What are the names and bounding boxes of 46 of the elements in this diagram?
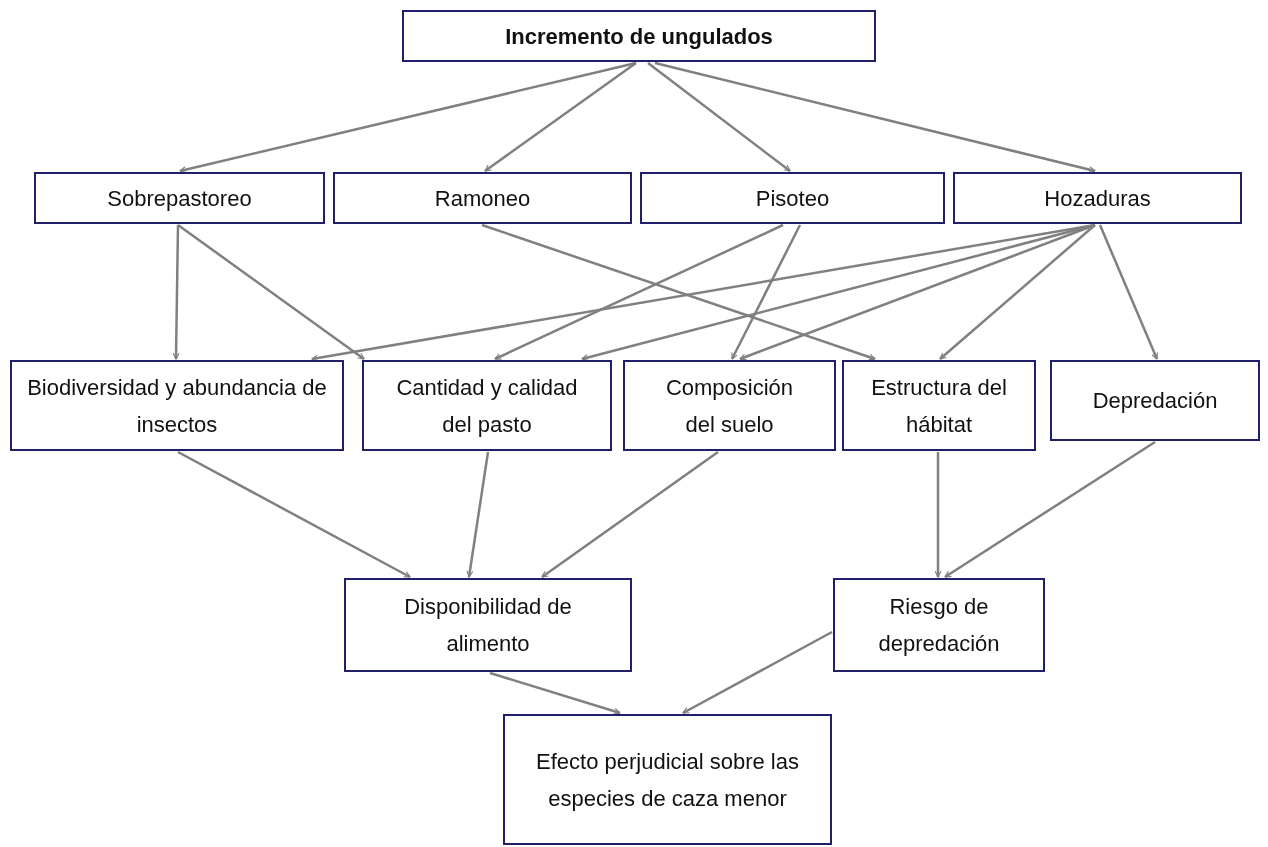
process-box [344, 578, 632, 672]
process-box [1050, 360, 1260, 441]
arrow [466, 451, 490, 578]
arrow [934, 452, 942, 578]
box-label: Sobrepastoreo [107, 184, 252, 213]
arrow [484, 62, 637, 172]
arrow [944, 440, 1156, 579]
process-box [333, 172, 632, 224]
box-label: Hozaduras [1044, 184, 1151, 213]
box-label: Riesgo de depredación [877, 593, 1001, 658]
arrow [647, 62, 791, 172]
arrow [939, 224, 1096, 360]
arrow [682, 630, 833, 715]
process-box [362, 360, 612, 451]
arrow [177, 224, 365, 360]
arrow [739, 223, 1096, 361]
process-box [833, 578, 1045, 672]
box-label: Estructura del hábitat [870, 373, 1008, 439]
process-box [10, 360, 344, 451]
arrow [179, 61, 637, 174]
process-box [623, 360, 836, 451]
arrow [730, 224, 802, 360]
process-box [842, 360, 1036, 451]
process-box [953, 172, 1242, 224]
arrow [172, 225, 180, 360]
arrow [541, 451, 719, 578]
box-label: Cantidad y calidad del pasto [395, 373, 579, 439]
box-label: Ramoneo [434, 184, 531, 213]
box-label: Depredación [1092, 387, 1218, 415]
process-box [640, 172, 945, 224]
process-box [503, 714, 832, 845]
box-label: Biodiversidad y abundancia de insectos [27, 373, 327, 439]
arrow [481, 223, 876, 361]
box-label: Pisoteo [755, 184, 830, 213]
arrow [581, 223, 1096, 361]
box-label: Efecto perjudicial sobre las especies de caza menor [535, 747, 800, 813]
box-label: Disponibilidad de alimento [403, 593, 573, 658]
box-label: Incremento de ungulados [505, 22, 773, 51]
arrow [489, 671, 621, 715]
box-label: Composición del suelo [664, 373, 795, 439]
process-box [402, 10, 876, 62]
arrow [177, 450, 411, 579]
arrow [1098, 224, 1159, 360]
arrow [654, 61, 1096, 174]
arrow [494, 223, 784, 361]
process-box [34, 172, 325, 224]
